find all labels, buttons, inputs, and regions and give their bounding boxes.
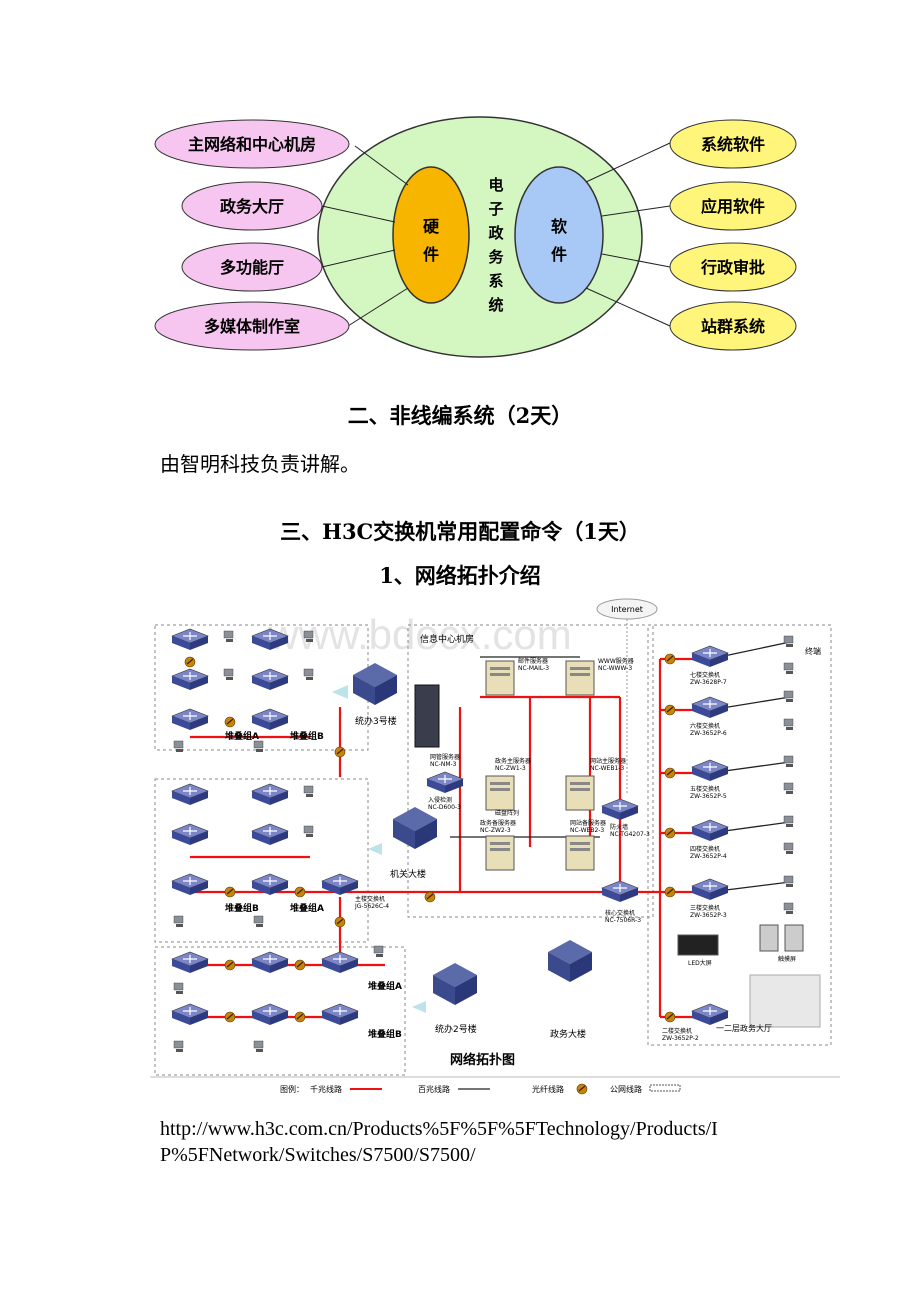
right-terminals [783,635,794,915]
section2-heading: 二、非线编系统（2天） [347,403,573,428]
group-label-4: 堆叠组A [368,980,402,992]
watermark: www.bdocx.com [267,611,571,658]
server-model-0: NC-MAIL-3 [518,665,549,672]
touch-label: 触摸屏 [778,955,796,963]
legend-gigabit: 千兆线路 [310,1084,342,1094]
switch-stack-jg [171,783,359,896]
building-label-3: 政务大楼 [550,1028,586,1040]
touch-screen-a [759,924,779,952]
network-topology-diagram: www.bdocx.com Internet [150,598,840,1095]
server-name-6: 防火墙 [610,823,628,831]
software-ellipse [514,166,604,304]
right-switch-model-4: ZW-3652P-3 [690,912,727,919]
server-name-0: 邮件服务器 [518,657,548,665]
center-char-0: 电 [488,176,503,194]
server-model-3: NC-WEB1-3 [590,765,624,772]
right-item-3: 站群系统 [701,317,765,336]
right-item-2: 行政审批 [700,258,765,277]
legend-hundred: 百兆线路 [418,1084,450,1094]
center-char-5: 统 [488,296,503,314]
right-switch-name-1: 六楼交换机 [690,722,720,730]
right-switch-model-5: ZW-3652P-2 [662,1035,699,1042]
section2-text: 由智明科技负责讲解。 [160,452,360,476]
server-name-5: 入侵检测 [428,796,452,804]
server-name-4: 网管服务器 [430,753,460,761]
legend-prefix: 图例： [280,1084,304,1094]
right-switch-name-2: 五楼交换机 [690,785,720,793]
left-item-3: 多媒体制作室 [204,317,300,336]
group-label-0: 堆叠组A [225,730,259,742]
server-name-8: 政务备服务器 [480,819,516,827]
right-switch-name-5: 二楼交换机 [662,1027,692,1035]
right-switch-name-4: 三楼交换机 [690,904,720,912]
info-center-label: 信息中心机房 [420,633,474,645]
server-name-7: 磁盘阵列 [495,809,519,817]
left-item-2: 多功能厅 [220,258,284,277]
server-name-1: WWW服务器 [598,657,634,665]
led-screen [677,934,719,956]
center-char-2: 政 [488,224,504,242]
server-model-10: NC-7506R-3 [605,917,641,924]
building-label-1: 机关大楼 [390,868,426,880]
group-label-3: 堆叠组A [290,902,324,914]
right-switch-name-3: 四楼交换机 [690,845,720,853]
software-char-1: 件 [551,245,567,264]
url-line-2[interactable]: P%5FNetwork/Switches/S7500/S7500/ [160,1144,476,1166]
center-char-3: 务 [488,248,504,266]
software-char-0: 软 [551,217,567,236]
led-label: LED大屏 [688,959,712,967]
hardware-ellipse [392,166,470,304]
legend-public: 公网线路 [610,1084,642,1094]
group-label-5: 堆叠组B [368,1028,402,1040]
server-name-2: 政务主服务器 [495,757,531,765]
jg-core-model: JG-5626C-4 [354,903,389,910]
server-model-8: NC-ZW2-3 [480,827,511,834]
section3-subheading: 1、网络拓扑介绍 [379,563,541,588]
server-name-9: 网站备服务器 [570,819,606,827]
right-switch-model-0: ZW-3628P-7 [690,679,727,686]
right-switch-name-0: 七楼交换机 [690,671,720,679]
nm-server [414,684,440,748]
left-item-1: 政务大厅 [220,197,284,216]
topology-caption: 网络拓扑图 [450,1052,515,1068]
hardware-char-1: 件 [423,245,439,264]
terminal-label: 终端 [805,646,821,656]
internet-label: Internet [611,605,643,614]
right-switch-model-1: ZW-3652P-6 [690,730,727,737]
server-name-10: 核心交换机 [605,909,635,917]
legend-fiber: 光纤线路 [532,1084,564,1094]
right-switch-model-2: ZW-3652P-5 [690,793,727,800]
right-switch-model-3: ZW-3652P-4 [690,853,727,860]
left-item-0: 主网络和中心机房 [188,135,316,154]
url-line-1[interactable]: http://www.h3c.com.cn/Products%5F%5F%5FT… [160,1118,718,1140]
server-model-4: NC-NM-3 [430,761,457,768]
right-item-0: 系统软件 [701,135,765,154]
right-switches [691,645,729,1026]
hall-label: 一二层政务大厅 [716,1023,772,1033]
server-model-9: NC-WEB2-3 [570,827,604,834]
server-model-5: NC-D600-3 [428,804,461,811]
server-name-3: 网站主服务器 [590,757,626,765]
group-label-2: 堆叠组B [225,902,259,914]
building-label-0: 统办3号楼 [355,715,397,727]
egov-system-diagram: 主网络和中心机房 政务大厅 多功能厅 多媒体制作室 系统软件 应用软件 行政审批… [154,116,797,358]
center-char-1: 子 [488,200,503,218]
touch-screen-b [784,924,804,952]
server-model-2: NC-ZW1-3 [495,765,526,772]
switch-stack-tb2 [171,951,359,1026]
center-char-4: 系 [488,272,503,290]
building-label-2: 统办2号楼 [435,1023,477,1035]
group-label-1: 堆叠组B [290,730,324,742]
server-model-6: NC-TG4207-3 [610,831,650,838]
section3-heading: 三、H3C交换机常用配置命令（1天） [280,519,640,544]
jg-core-label: 主楼交换机 [355,895,385,903]
hall-area [749,974,821,1028]
server-model-1: NC-WWW-3 [598,665,632,672]
hardware-char-0: 硬 [423,217,440,236]
right-item-1: 应用软件 [701,197,765,216]
